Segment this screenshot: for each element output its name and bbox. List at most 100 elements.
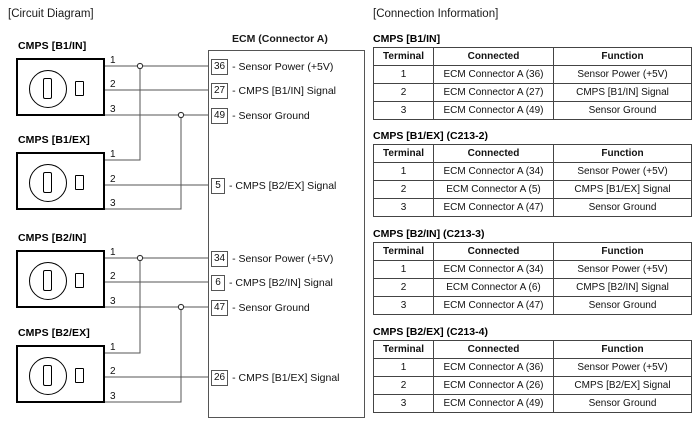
sensor-connector-b1-in	[16, 58, 105, 116]
connection-table-block: CMPS [B1/IN] Terminal Connected Function…	[373, 33, 692, 120]
cell-connected: ECM Connector A (49)	[433, 394, 554, 413]
junction-dot	[177, 303, 185, 311]
ecm-pin-row: 5 - CMPS [B2/EX] Signal	[211, 178, 336, 194]
sensor-pin-number: 1	[110, 342, 116, 353]
table-row: 2 ECM Connector A (6) CMPS [B2/IN] Signa…	[373, 278, 692, 297]
table-row: 1 ECM Connector A (34) Sensor Power (+5V…	[373, 260, 692, 279]
table-row: 1 ECM Connector A (36) Sensor Power (+5V…	[373, 358, 692, 377]
sensor-pin-number: 3	[110, 198, 116, 209]
table-row: 2 ECM Connector A (5) CMPS [B1/EX] Signa…	[373, 180, 692, 199]
column-header: Connected	[433, 340, 554, 359]
ecm-pin-text: - CMPS [B1/IN] Signal	[232, 85, 336, 97]
connection-table-block: CMPS [B2/IN] (C213-3) Terminal Connected…	[373, 228, 692, 315]
cell-terminal: 3	[373, 198, 434, 217]
connection-table-block: CMPS [B1/EX] (C213-2) Terminal Connected…	[373, 130, 692, 217]
ecm-pin-row: 34 - Sensor Power (+5V)	[211, 251, 333, 267]
table-row: 3 ECM Connector A (49) Sensor Ground	[373, 394, 692, 413]
cell-terminal: 1	[373, 162, 434, 181]
sensor-pin-number: 2	[110, 271, 116, 282]
sensor-label-b2-ex: CMPS [B2/EX]	[18, 327, 90, 339]
ecm-pin-number: 6	[211, 275, 225, 291]
sensor-inner-pin-icon	[43, 78, 52, 99]
sensor-pin-number: 1	[110, 149, 116, 160]
column-header: Terminal	[373, 340, 434, 359]
ecm-pin-number: 26	[211, 370, 229, 386]
circuit-diagram-panel: [Circuit Diagram]	[8, 8, 365, 418]
cell-terminal: 2	[373, 180, 434, 199]
sensor-label-b2-in: CMPS [B2/IN]	[18, 232, 87, 244]
table-header-row: Terminal Connected Function	[373, 340, 692, 359]
sensor-pin-number: 2	[110, 366, 116, 377]
column-header: Connected	[433, 242, 554, 261]
sensor-pin-number: 3	[110, 104, 116, 115]
cell-connected: ECM Connector A (6)	[433, 278, 554, 297]
cell-connected: ECM Connector A (5)	[433, 180, 554, 199]
cell-connected: ECM Connector A (36)	[433, 65, 554, 84]
column-header: Function	[553, 242, 692, 261]
ecm-pin-text: - CMPS [B1/EX] Signal	[232, 372, 340, 384]
cell-terminal: 3	[373, 101, 434, 120]
ecm-pin-row: 47 - Sensor Ground	[211, 300, 310, 316]
ecm-pin-number: 5	[211, 178, 225, 194]
cell-function: CMPS [B1/IN] Signal	[553, 83, 692, 102]
sensor-pin-number: 2	[110, 79, 116, 90]
cell-function: Sensor Ground	[553, 101, 692, 120]
sensor-connector-b1-ex	[16, 152, 105, 210]
connection-table: Terminal Connected Function 1 ECM Connec…	[373, 144, 692, 217]
ecm-pin-text: - Sensor Ground	[232, 302, 310, 314]
cell-connected: ECM Connector A (34)	[433, 260, 554, 279]
cell-function: Sensor Ground	[553, 198, 692, 217]
ecm-pin-row: 27 - CMPS [B1/IN] Signal	[211, 83, 336, 99]
sensor-label-b1-in: CMPS [B1/IN]	[18, 40, 87, 52]
column-header: Terminal	[373, 242, 434, 261]
cell-function: Sensor Power (+5V)	[553, 162, 692, 181]
ecm-pin-row: 36 - Sensor Power (+5V)	[211, 59, 333, 75]
junction-dot	[136, 254, 144, 262]
cell-connected: ECM Connector A (47)	[433, 198, 554, 217]
cell-terminal: 2	[373, 83, 434, 102]
cell-terminal: 2	[373, 376, 434, 395]
table-title: CMPS [B2/IN] (C213-3)	[373, 228, 485, 240]
sensor-pin-number: 1	[110, 247, 116, 258]
junction-dot	[177, 111, 185, 119]
sensor-pin-number: 1	[110, 55, 116, 66]
cell-terminal: 3	[373, 394, 434, 413]
sensor-signal-pin-icon	[75, 273, 84, 288]
connection-table: Terminal Connected Function 1 ECM Connec…	[373, 242, 692, 315]
ecm-pin-number: 34	[211, 251, 229, 267]
connection-information-heading: [Connection Information]	[373, 8, 499, 20]
sensor-pin-number: 3	[110, 296, 116, 307]
cell-connected: ECM Connector A (49)	[433, 101, 554, 120]
sensor-signal-pin-icon	[75, 368, 84, 383]
table-row: 2 ECM Connector A (27) CMPS [B1/IN] Sign…	[373, 83, 692, 102]
table-header-row: Terminal Connected Function	[373, 47, 692, 66]
cell-terminal: 1	[373, 358, 434, 377]
table-row: 3 ECM Connector A (47) Sensor Ground	[373, 198, 692, 217]
cell-function: Sensor Power (+5V)	[553, 358, 692, 377]
cell-function: CMPS [B2/IN] Signal	[553, 278, 692, 297]
sensor-pin-number: 2	[110, 174, 116, 185]
ecm-pin-number: 36	[211, 59, 229, 75]
column-header: Connected	[433, 47, 554, 66]
table-row: 1 ECM Connector A (34) Sensor Power (+5V…	[373, 162, 692, 181]
table-title: CMPS [B1/IN]	[373, 33, 441, 45]
column-header: Terminal	[373, 144, 434, 163]
table-title: CMPS [B1/EX] (C213-2)	[373, 130, 488, 142]
circuit-diagram-heading: [Circuit Diagram]	[8, 8, 94, 20]
cell-connected: ECM Connector A (36)	[433, 358, 554, 377]
column-header: Function	[553, 340, 692, 359]
sensor-inner-pin-icon	[43, 270, 52, 291]
cell-function: Sensor Power (+5V)	[553, 65, 692, 84]
sensor-label-b1-ex: CMPS [B1/EX]	[18, 134, 90, 146]
sensor-connector-b2-in	[16, 250, 105, 308]
table-row: 3 ECM Connector A (49) Sensor Ground	[373, 101, 692, 120]
ecm-pin-text: - CMPS [B2/IN] Signal	[229, 277, 333, 289]
cell-connected: ECM Connector A (26)	[433, 376, 554, 395]
cell-terminal: 1	[373, 260, 434, 279]
table-row: 2 ECM Connector A (26) CMPS [B2/EX] Sign…	[373, 376, 692, 395]
sensor-signal-pin-icon	[75, 175, 84, 190]
column-header: Connected	[433, 144, 554, 163]
table-title: CMPS [B2/EX] (C213-4)	[373, 326, 488, 338]
table-row: 3 ECM Connector A (47) Sensor Ground	[373, 296, 692, 315]
cell-connected: ECM Connector A (34)	[433, 162, 554, 181]
